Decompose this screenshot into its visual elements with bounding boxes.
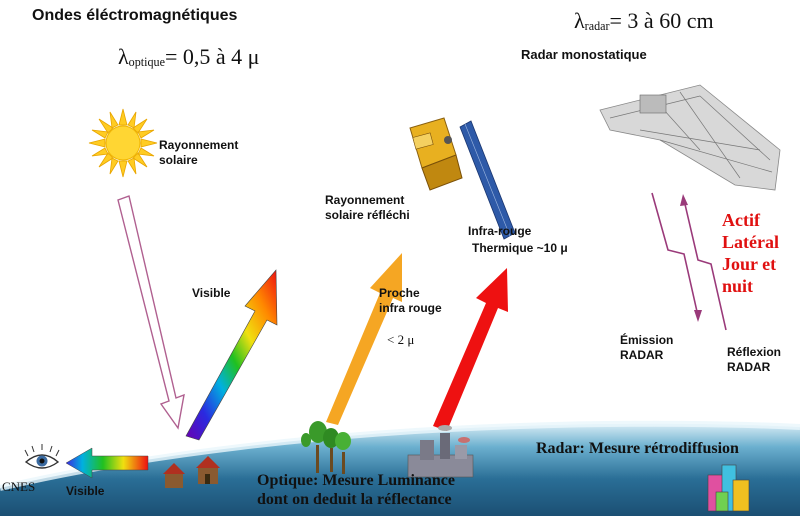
- radar-monostatique-label: Radar monostatique: [521, 47, 647, 62]
- visible-to-eye-arrow: [65, 447, 149, 479]
- visible-arrow-label: Visible: [192, 286, 231, 300]
- factory-icon: [407, 425, 474, 478]
- rayonnement-reflechi-label: Rayonnement solaire réfléchi: [325, 193, 410, 222]
- lambda-radar: λradar= 3 à 60 cm: [574, 8, 714, 34]
- radar-mesure-label: Radar: Mesure rétrodiffusion: [536, 440, 739, 457]
- lambda-radar-sub: radar: [584, 18, 610, 33]
- reflexion-radar-label: Réflexion RADAR: [727, 345, 782, 374]
- visible-small-label: Visible: [66, 484, 105, 498]
- proche-infra-rouge-range: < 2 μ: [387, 332, 415, 347]
- page-title: Ondes éléctromagnétiques: [32, 7, 238, 24]
- radar-satellite-icon: [599, 84, 781, 191]
- sun-icon: [88, 108, 158, 178]
- city-icon: [707, 464, 750, 512]
- visible-reflected-arrow: [185, 269, 278, 441]
- lambda-optique-value: = 0,5 à 4 μ: [164, 44, 260, 69]
- lambda-radar-value: = 3 à 60 cm: [609, 8, 714, 33]
- cnes-label: CNES: [2, 479, 36, 494]
- lambda-radar-symbol: λ: [574, 8, 585, 33]
- radar-reflection-beam: [680, 194, 727, 331]
- thermal-infrared-arrow: [433, 268, 508, 431]
- emission-radar-label: Émission RADAR: [620, 333, 674, 362]
- near-infrared-arrow: [326, 253, 402, 425]
- earth-surface: [0, 423, 800, 516]
- lambda-optique-sub: optique: [128, 54, 165, 69]
- actif-lateral-label: Actif Latéral Jour et nuit: [722, 210, 779, 296]
- lambda-optique: λoptique= 0,5 à 4 μ: [118, 44, 259, 70]
- proche-infra-rouge-label: Proche infra rouge: [379, 286, 442, 315]
- radar-emission-beam: [651, 192, 702, 322]
- lambda-optique-symbol: λ: [118, 44, 129, 69]
- infra-rouge-label: Infra-rouge: [468, 224, 532, 238]
- rayonnement-solaire-label: Rayonnement solaire: [159, 138, 239, 167]
- eye-icon: [24, 444, 60, 469]
- thermique-label: Thermique ~10 μ: [472, 241, 568, 255]
- optical-satellite-icon: [409, 117, 516, 240]
- houses-icon: [163, 456, 220, 488]
- solar-radiation-arrow: [117, 195, 185, 430]
- trees-icon: [301, 421, 351, 474]
- optique-mesure-label: Optique: Mesure Luminance dont on deduit…: [257, 472, 455, 509]
